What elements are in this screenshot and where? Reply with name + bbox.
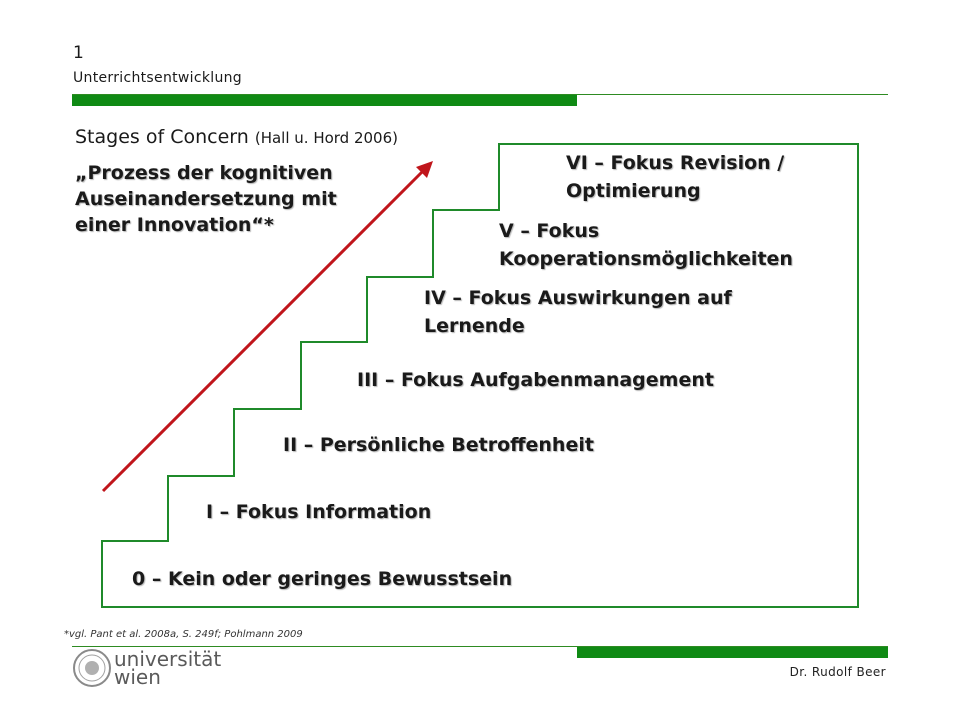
arrow-shaft: [101, 168, 426, 493]
stage-step-2: [233, 408, 859, 477]
arrow-head: [416, 161, 433, 178]
header-divider-thick: [72, 95, 577, 106]
slide-number: 1: [73, 43, 84, 63]
stage-label-2: II – Persönliche Betroffenheit: [283, 434, 594, 456]
stage-label-5: V – Fokus Kooperationsmöglichkeiten: [499, 220, 793, 270]
definition-quote: „Prozess der kognitiven Auseinandersetzu…: [75, 162, 337, 236]
stage-label-0: 0 – Kein oder geringes Bewusstsein: [132, 568, 513, 590]
title-citation: (Hall u. Hord 2006): [254, 129, 398, 147]
footnote: *vgl. Pant et al. 2008a, S. 249f; Pohlma…: [64, 629, 303, 640]
section-title: Unterrichtsentwicklung: [73, 70, 242, 86]
page-title: Stages of Concern (Hall u. Hord 2006): [75, 125, 398, 150]
stage-label-1: I – Fokus Information: [206, 501, 432, 523]
stage-label-6: VI – Fokus Revision / Optimierung: [566, 152, 785, 202]
logo-text-line2: wien: [114, 665, 161, 689]
stage-step-6: [498, 143, 859, 211]
stage-label-3: III – Fokus Aufgabenmanagement: [357, 369, 714, 391]
title-main: Stages of Concern: [75, 126, 249, 148]
logo-text-line1: universität: [114, 647, 222, 671]
stage-label-4: IV – Fokus Auswirkungen auf Lernende: [424, 287, 732, 337]
header-divider-thin: [72, 94, 888, 95]
stage-step-1: [167, 475, 859, 542]
stage-step-0: [101, 540, 859, 608]
footer-divider-thick: [577, 647, 888, 658]
author-name: Dr. Rudolf Beer: [789, 665, 886, 679]
footer-divider-thin: [72, 646, 888, 647]
